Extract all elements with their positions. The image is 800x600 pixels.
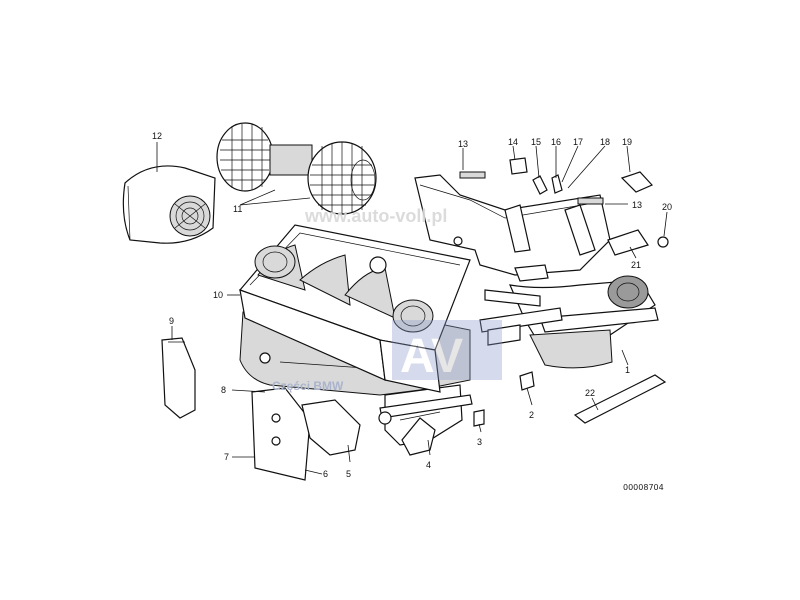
callout-labels: 12 11 13 14 15 16 17 18 19 13 20 21 10 9… [152,131,672,479]
blower-housing-part-12 [122,165,216,244]
heater-pipes [378,289,563,425]
callout-9: 9 [169,316,174,326]
watermark-caption: Części BMW [272,379,344,393]
washer-part-20 [657,236,669,248]
cover-plate-parts-7-8 [251,387,311,481]
callout-18: 18 [600,137,610,147]
clip-part-14 [509,157,528,175]
callout-14: 14 [508,137,518,147]
callout-4: 4 [426,460,431,470]
callout-21: 21 [631,260,641,270]
pad-part-13-right [577,197,604,205]
callout-15: 15 [531,137,541,147]
callout-6: 6 [323,469,328,479]
callout-16: 16 [551,137,561,147]
callout-13-top: 13 [458,139,468,149]
callout-3: 3 [477,437,482,447]
cover-part-9 [161,337,196,419]
callout-7: 7 [224,452,229,462]
callout-5: 5 [346,469,351,479]
rear-housing-with-heater-core [414,174,659,369]
pad-part-13-left [459,171,486,179]
callout-11: 11 [233,204,242,214]
watermark-url: www.auto-voll.pl [304,206,447,226]
lever-part-19 [620,171,654,193]
bracket-part-21 [607,229,649,256]
flap-housing-part-10 [238,224,471,393]
screw-part-15 [532,175,548,195]
callout-22: 22 [585,388,595,398]
diagram-reference-number: 00008704 [623,483,664,492]
callout-10: 10 [213,290,223,300]
callout-13-right: 13 [632,200,642,210]
callout-2: 2 [529,410,534,420]
clip-part-3 [473,409,485,427]
clip-part-16 [551,174,563,194]
svg-text:AV: AV [400,330,463,383]
callout-20: 20 [662,202,672,212]
leader-lines [156,142,668,475]
callout-12: 12 [152,131,162,141]
seal-strip-part-22 [573,374,667,424]
clip-part-2 [519,371,535,391]
blower-motor-part-11 [216,122,377,215]
callout-17: 17 [573,137,583,147]
callout-8: 8 [221,385,226,395]
flap-part-5 [301,399,361,456]
callout-19: 19 [622,137,632,147]
callout-1: 1 [625,365,630,375]
watermark-logo: AV [392,320,502,383]
